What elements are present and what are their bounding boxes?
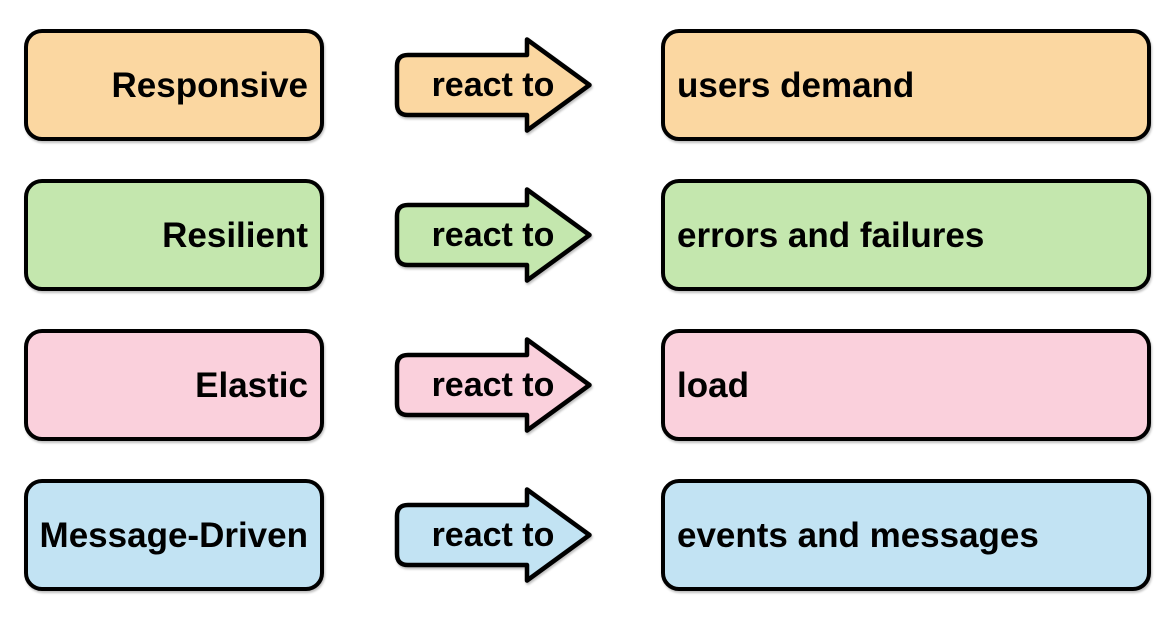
trait-label: Resilient	[162, 215, 308, 255]
arrow-label: react to	[431, 366, 555, 404]
right-arrow-icon	[394, 187, 592, 283]
arrow-label: react to	[431, 216, 555, 254]
trait-box-elastic: Elastic	[24, 329, 324, 441]
target-box-errors-and-failures: errors and failures	[661, 179, 1151, 291]
arrow-shape	[394, 337, 592, 433]
target-box-events-and-messages: events and messages	[661, 479, 1151, 591]
row-responsive: Responsive react to users demand	[24, 29, 1176, 141]
react-arrow: react to	[394, 487, 592, 583]
trait-box-responsive: Responsive	[24, 29, 324, 141]
arrow-shape	[394, 187, 592, 283]
arrow-shape	[394, 487, 592, 583]
target-label: errors and failures	[677, 215, 985, 255]
row-elastic: Elastic react to load	[24, 329, 1176, 441]
react-arrow: react to	[394, 337, 592, 433]
right-arrow-icon	[394, 37, 592, 133]
target-box-load: load	[661, 329, 1151, 441]
arrow-label: react to	[431, 66, 555, 104]
right-arrow-icon	[394, 487, 592, 583]
right-arrow-icon	[394, 337, 592, 433]
target-label: load	[677, 365, 749, 405]
react-arrow: react to	[394, 37, 592, 133]
trait-label: Responsive	[111, 65, 308, 105]
arrow-shape	[394, 37, 592, 133]
row-resilient: Resilient react to errors and failures	[24, 179, 1176, 291]
react-arrow: react to	[394, 187, 592, 283]
trait-label: Message-Driven	[39, 515, 308, 555]
trait-label: Elastic	[195, 365, 308, 405]
row-message-driven: Message-Driven react to events and messa…	[24, 479, 1176, 591]
trait-box-resilient: Resilient	[24, 179, 324, 291]
target-label: events and messages	[677, 515, 1039, 555]
trait-box-message-driven: Message-Driven	[24, 479, 324, 591]
arrow-label: react to	[431, 516, 555, 554]
target-box-users-demand: users demand	[661, 29, 1151, 141]
target-label: users demand	[677, 65, 915, 105]
